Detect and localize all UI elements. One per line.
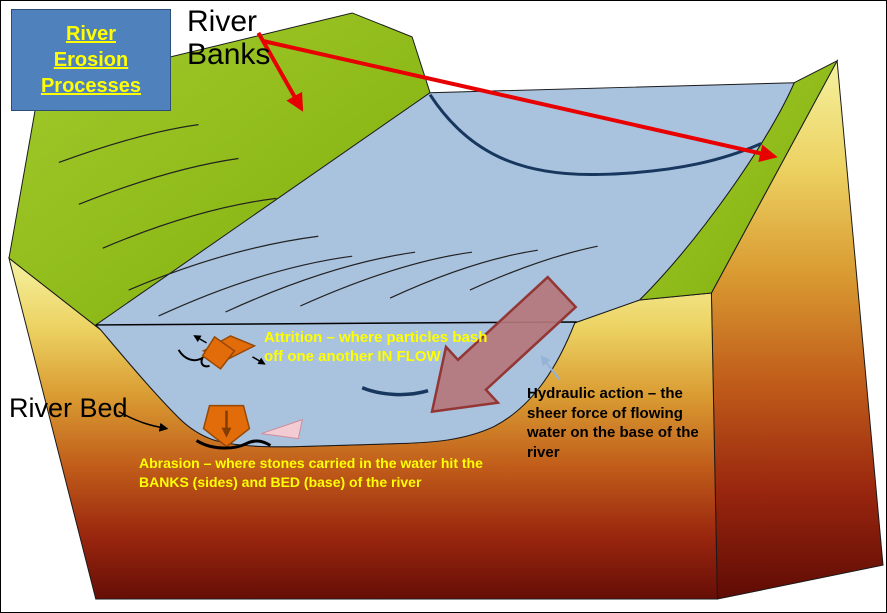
label-river-banks: River Banks	[187, 5, 271, 71]
title-box: River Erosion Processes	[11, 9, 171, 111]
river-bed-pointer-arrow	[118, 411, 169, 432]
river-banks-pointer-arrows	[256, 31, 778, 163]
abrasion-stone	[195, 404, 303, 450]
annotation-attrition: Attrition – where particles bash off one…	[264, 329, 488, 365]
slide-title: River Erosion Processes	[40, 23, 142, 97]
underwater-current-line	[361, 386, 429, 397]
collision-arrow	[252, 356, 266, 365]
slope-flow-lines	[58, 124, 598, 317]
stone-shard	[201, 335, 236, 370]
attrition-stones	[177, 335, 266, 370]
hydraulic-pointer-arrow	[540, 355, 561, 381]
rock-fragment	[261, 418, 303, 440]
bank-arrow-left	[256, 31, 304, 112]
collision-arrow	[193, 335, 207, 344]
meander-edge-line	[428, 93, 762, 176]
label-river-bed: River Bed	[9, 393, 128, 423]
annotation-hydraulic: Hydraulic action – the sheer force of fl…	[527, 385, 699, 461]
bed-scratch-line	[195, 439, 272, 450]
waterline-front-edge	[95, 321, 577, 326]
annotation-abrasion: Abrasion – where stones carried in the w…	[139, 455, 483, 490]
flow-direction-arrow	[430, 275, 578, 414]
bank-arrow-right	[261, 38, 778, 163]
attrition-scribble	[177, 349, 210, 368]
